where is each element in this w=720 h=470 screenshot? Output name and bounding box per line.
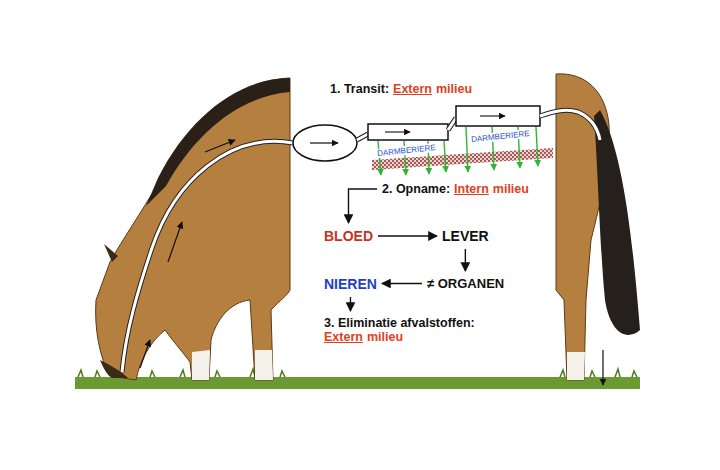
flow-arrow [378,235,437,236]
node-text: 3. Eliminatie afvalstoffen: [324,316,475,330]
node-text: ≠ ORGANEN [427,276,504,291]
node-text: Extern [393,82,432,96]
barrier-label: DARMBERIERE [470,129,531,144]
flow-arrow [350,297,351,311]
node-text: LEVER [442,228,489,244]
step-heading: 3. Eliminatie afvalstoffen:Extern milieu [322,314,477,346]
step-heading: 1. Transit: Extern milieu [328,80,474,98]
digestive-tract [122,106,603,385]
node-text: NIEREN [324,276,377,292]
node-text: Extern [324,330,363,344]
organ-label: NIEREN [322,274,379,294]
horse-rear [556,74,640,380]
flow-arrow [465,249,466,271]
organ-label: BLOED [322,226,375,246]
flow-arrow [349,189,378,223]
node-text: 2. Opname: [382,182,450,196]
node-text: milieu [493,182,529,196]
grass [75,369,640,389]
flow-arrow [382,283,422,284]
horse-front [96,78,290,380]
node-text: milieu [367,330,403,344]
step-heading: 2. Opname: Intern milieu [380,180,531,198]
node-text: milieu [436,82,472,96]
node-text: 1. Transit: [330,82,389,96]
organ-label: LEVER [440,226,491,246]
node-text: Intern [454,182,489,196]
organ-label: ≠ ORGANEN [425,274,506,293]
barrier-label: DARMBERIERE [376,143,437,158]
node-text: BLOED [324,228,373,244]
